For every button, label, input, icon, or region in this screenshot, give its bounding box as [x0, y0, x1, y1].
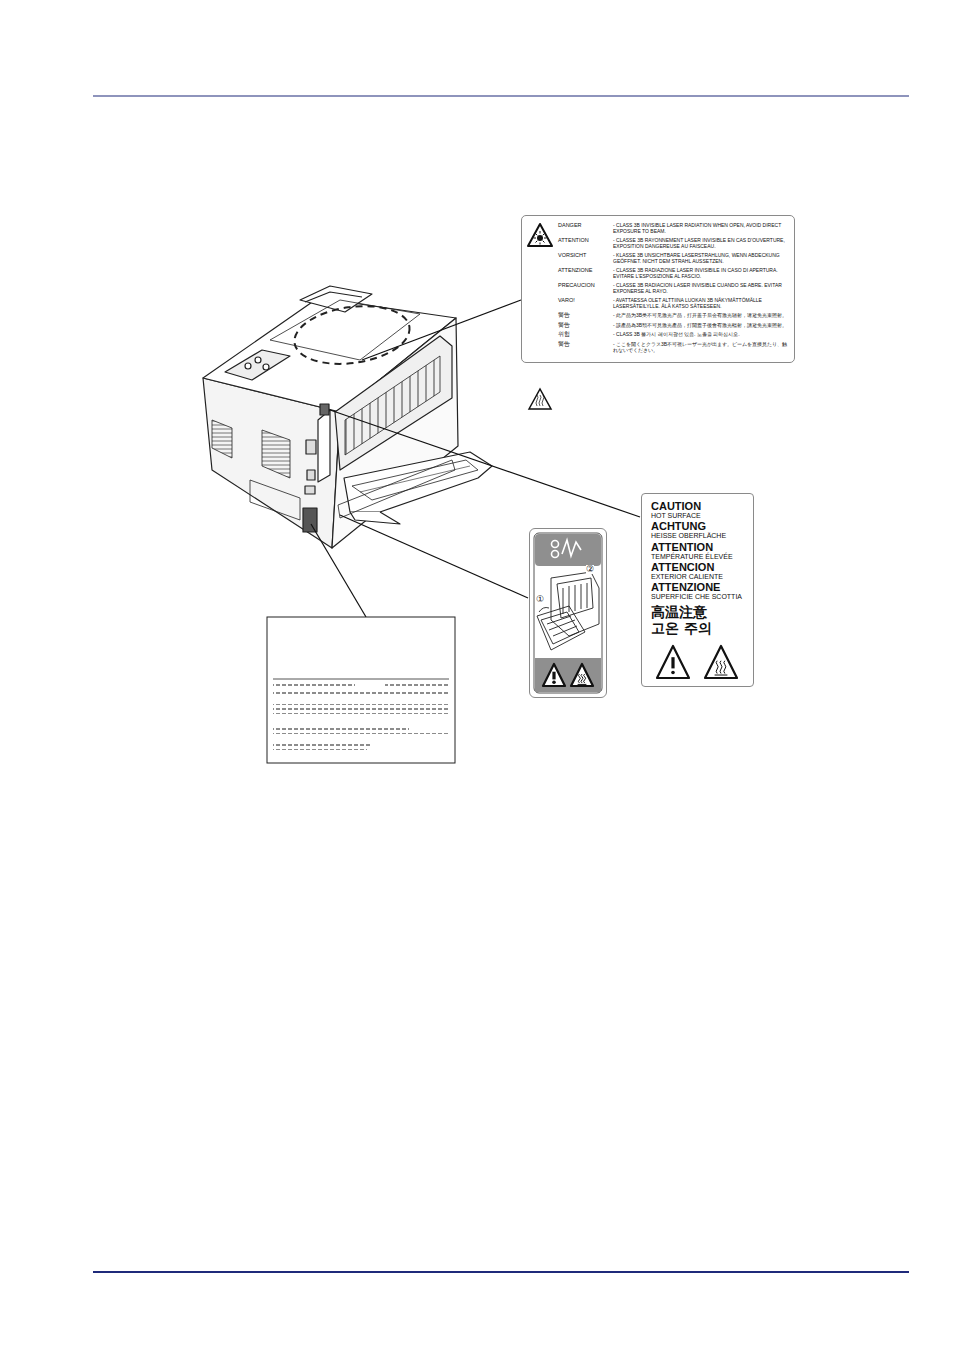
warning-text: - CLASSE 3B RADIAZIONE LASER INVISIBILE …	[613, 267, 788, 279]
footer-rule	[93, 1271, 909, 1273]
laser-symbol	[526, 221, 554, 249]
warning-heading: 警告	[558, 341, 610, 353]
printer-body	[203, 286, 492, 548]
jam-instruction-pictogram	[529, 528, 607, 698]
warning-text: - CLASS 3B INVISIBLE LASER RADIATION WHE…	[613, 222, 788, 234]
label-text-grid: DANGER- CLASS 3B INVISIBLE LASER RADIATI…	[558, 222, 788, 353]
caution-text: HEISSE OBERFLÄCHE	[651, 532, 747, 539]
callout-number: ①	[536, 595, 544, 604]
warning-heading: VORSICHT	[558, 252, 610, 264]
warning-heading: 警告	[558, 322, 610, 329]
warning-text: - AVATTAESSA OLET ALTTIINA LUOKAN 3B NÄK…	[613, 297, 788, 309]
warning-text: - KLASSE 3B UNSICHTBARE LASERSTRAHLUNG, …	[613, 252, 788, 264]
warning-heading: VARO!	[558, 297, 610, 309]
warning-heading: PRECAUCION	[558, 282, 610, 294]
caution-heading-cjk: 고온 주의	[651, 620, 747, 636]
warning-heading: ATTENZIONE	[558, 267, 610, 279]
label-box: ①②	[529, 528, 607, 698]
caution-heading: CAUTION	[651, 501, 747, 512]
label-box: DANGER- CLASS 3B INVISIBLE LASER RADIATI…	[521, 215, 795, 363]
label-box: CAUTIONHOT SURFACE ACHTUNGHEISSE OBERFLÄC…	[641, 493, 754, 687]
header-rule	[93, 95, 909, 96]
warning-heading: 警告	[558, 312, 610, 319]
warning-heading: ATTENTION	[558, 237, 610, 249]
warning-text: - 該產品為3B類不可見激光產品，打開蓋子後會有激光輻射，請避免光束照射。	[613, 322, 788, 329]
rating-label	[267, 617, 455, 763]
callout-number: ②	[586, 565, 594, 574]
warning-text: - CLASS 3B 불가시 레이저광선 있음. 노출을 피하십시오.	[613, 331, 788, 338]
warning-symbols	[651, 642, 747, 682]
warning-heading: 위험	[558, 331, 610, 338]
warning-text: - CLASSE 3B RADIACION LASER INVISIBLE CU…	[613, 282, 788, 294]
caution-text: SUPERFICIE CHE SCOTTIA	[651, 593, 747, 600]
caution-heading: ATTENTION	[651, 542, 747, 553]
caution-heading: ATTENZIONE	[651, 582, 747, 593]
caution-text: HOT SURFACE	[651, 512, 747, 519]
caution-text: EXTERIOR CALIENTE	[651, 573, 747, 580]
caution-heading: ATTENCION	[651, 562, 747, 573]
warning-text: - CLASSE 3B RAYONNEMENT LASER INVISIBLE …	[613, 237, 788, 249]
caution-heading: ACHTUNG	[651, 521, 747, 532]
hot-surface-symbol	[527, 386, 553, 410]
warning-heading: DANGER	[558, 222, 610, 234]
warning-text: - ここを開くとクラス3B不可視レーザー光が出ます。ビームを直接見たり、触れない…	[613, 341, 788, 353]
dashed-area	[291, 299, 414, 371]
caution-text: TEMPÉRATURE ÉLEVÉE	[651, 553, 747, 560]
caution-heading-cjk: 高温注意	[651, 604, 747, 620]
warning-text: - 此产品为3B类不可见激光产品，打开盖子后会有激光辐射，请避免光束照射。	[613, 312, 788, 319]
